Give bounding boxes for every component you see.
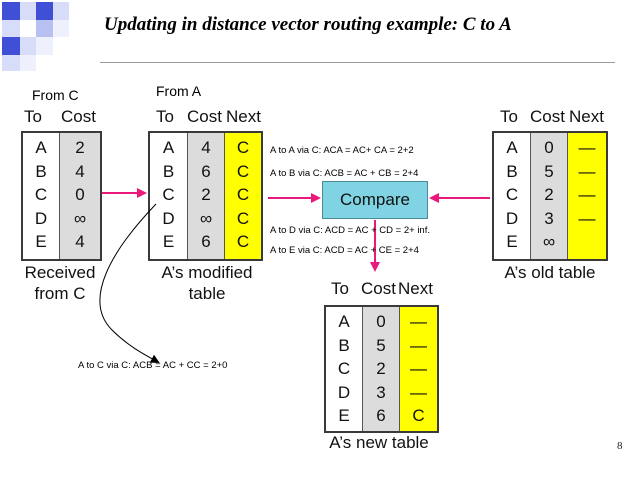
old-cost-cell: 3	[544, 208, 554, 228]
new-caption: A’s new table	[329, 433, 429, 452]
modified-to-cell: B	[162, 161, 175, 181]
received-to-cell: B	[35, 161, 47, 181]
note-a-to-a: A to A via C: ACA = AC+ CA = 2+2	[270, 145, 414, 156]
new-to-cell: D	[337, 382, 351, 402]
received-cost-cell: 2	[75, 138, 85, 157]
arrow-a-to-c-note	[99, 203, 160, 363]
new-next-cell: —	[410, 312, 427, 331]
received-caption: Received from C	[14, 262, 106, 304]
new-to-header: To	[331, 279, 349, 298]
received-to-cell: E	[35, 232, 47, 251]
new-to-cell: E	[338, 406, 350, 425]
modified-to-cell: C	[162, 185, 175, 204]
new-next-cell: —	[410, 335, 427, 355]
new-cost-cell: 5	[376, 335, 386, 355]
modified-to-header: To	[156, 107, 174, 126]
received-caption-line1: Received	[24, 263, 96, 282]
old-cost-header: Cost	[530, 107, 565, 126]
new-next-cell: —	[410, 382, 427, 402]
old-cost-cell: 5	[544, 161, 554, 181]
received-caption-line2: from C	[34, 284, 86, 303]
page-number: 8	[617, 440, 623, 452]
note-a-to-d: A to D via C: ACD = AC + CD = 2+ inf.	[270, 225, 430, 236]
old-to-cell: A	[506, 138, 518, 157]
modified-cost-cell: 6	[201, 161, 211, 181]
modified-next-cell: C	[236, 208, 250, 228]
received-table: A B C D E 2 4 0 ∞ 4	[21, 131, 102, 261]
modified-cost-cell: 4	[201, 138, 211, 157]
modified-caption-line1: A’s modified	[161, 263, 253, 282]
new-table: A B C D E 0 5 2 3 6 — — — — C	[324, 305, 439, 433]
modified-cost-cell: 6	[201, 232, 211, 251]
modified-cost-cell: 2	[201, 185, 211, 204]
old-next-cell: —	[578, 161, 596, 181]
new-next-cell: —	[410, 359, 427, 378]
slide-title: Updating in distance vector routing exam…	[104, 14, 512, 35]
modified-cost-header: Cost	[187, 107, 222, 126]
modified-cost-cell: ∞	[199, 208, 213, 228]
note-a-to-e: A to E via C: ACD = AC + CE = 2+4	[270, 245, 419, 256]
from-a-label: From A	[156, 83, 202, 99]
received-to-header: To	[24, 107, 42, 126]
received-cost-cell: 4	[75, 161, 85, 181]
old-caption: A’s old table	[504, 263, 596, 282]
modified-to-cell: E	[162, 232, 175, 251]
received-cost-cell: 0	[75, 185, 85, 204]
modified-next-cell: C	[236, 232, 250, 251]
old-to-cell: D	[505, 208, 519, 228]
modified-table: A B C D E 4 6 2 ∞ 6 C C C C C	[148, 131, 263, 261]
old-to-header: To	[500, 107, 518, 126]
title-rule	[100, 62, 615, 63]
from-c-label: From C	[32, 87, 79, 103]
old-next-header: Next	[569, 107, 604, 126]
new-cost-header: Cost	[361, 279, 396, 298]
note-a-to-b: A to B via C: ACB = AC + CB = 2+4	[270, 168, 419, 179]
modified-next-cell: C	[236, 185, 250, 204]
modified-caption: A’s modified table	[148, 262, 266, 304]
modified-next-cell: C	[236, 161, 250, 181]
new-to-cell: B	[338, 335, 350, 355]
received-cost-cell: ∞	[73, 208, 87, 228]
new-cost-cell: 6	[376, 406, 386, 425]
received-cost-cell: 4	[75, 232, 85, 251]
old-cost-cell: 0	[544, 138, 554, 157]
modified-next-cell: C	[236, 138, 250, 157]
old-cost-cell: 2	[544, 185, 554, 204]
compare-box: Compare	[322, 181, 428, 219]
new-cost-cell: 3	[376, 382, 386, 402]
modified-to-cell: D	[162, 208, 175, 228]
old-to-cell: E	[506, 232, 518, 251]
modified-to-cell: A	[162, 138, 175, 157]
new-cost-cell: 0	[376, 312, 386, 331]
old-cost-cell: ∞	[542, 232, 556, 251]
received-to-cell: D	[34, 208, 48, 228]
old-table: A B C D E 0 5 2 3 ∞ — — — —	[492, 131, 608, 261]
new-cost-cell: 2	[376, 359, 386, 378]
note-a-to-c: A to C via C: ACB = AC + CC = 2+0	[78, 360, 228, 371]
received-cost-header: Cost	[61, 107, 96, 126]
new-next-header: Next	[398, 279, 433, 298]
received-to-cell: C	[34, 185, 48, 204]
modified-caption-line2: table	[188, 284, 226, 303]
old-next-cell: —	[578, 185, 596, 204]
new-next-cell: C	[412, 406, 425, 425]
new-to-cell: C	[337, 359, 351, 378]
old-to-cell: B	[506, 161, 518, 181]
old-next-cell: —	[578, 208, 596, 228]
old-next-cell: —	[578, 138, 596, 157]
received-to-cell: A	[35, 138, 47, 157]
old-to-cell: C	[505, 185, 519, 204]
new-to-cell: A	[338, 312, 350, 331]
modified-next-header: Next	[226, 107, 261, 126]
